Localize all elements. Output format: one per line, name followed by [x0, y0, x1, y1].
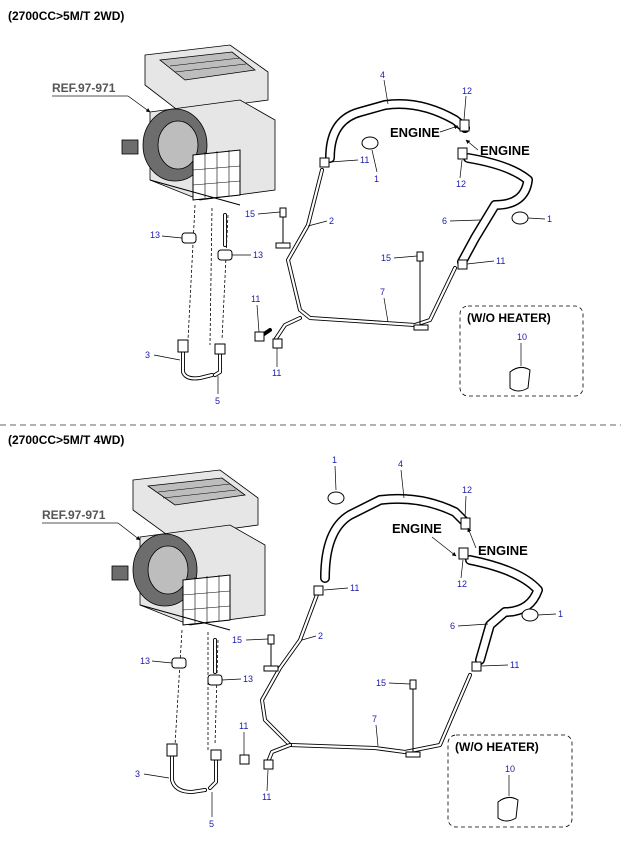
- ref-label: REF.97-971: [42, 508, 106, 522]
- callout-13: 13: [140, 656, 150, 666]
- bolt-15: [416, 251, 424, 262]
- hose-3-end: [166, 743, 178, 757]
- ref-label: REF.97-971: [52, 81, 116, 95]
- callout-4: 4: [398, 459, 403, 469]
- bolt-15: [409, 679, 417, 690]
- section-heading: (2700CC>5M/T 2WD): [8, 9, 124, 23]
- callout-11: 11: [360, 155, 369, 165]
- callout-11: 11: [262, 792, 271, 802]
- clamp-11: [319, 157, 330, 168]
- clip-12: [457, 147, 468, 160]
- clip-12: [459, 119, 470, 132]
- engine-label: ENGINE: [480, 143, 530, 158]
- plug-cap: [509, 366, 531, 392]
- callout-12: 12: [462, 86, 472, 96]
- callout-7: 7: [372, 714, 377, 724]
- bolt-15: [267, 634, 275, 645]
- callout-11: 11: [496, 256, 505, 266]
- callout-11: 11: [272, 368, 281, 378]
- callout-1: 1: [374, 174, 379, 184]
- clamp-11: [239, 754, 250, 765]
- clamp-11: [471, 661, 482, 672]
- hose-5-end: [214, 343, 226, 355]
- callout-10: 10: [517, 332, 527, 342]
- section-4wd: (2700CC>5M/T 4WD) REF.97-971: [8, 433, 573, 829]
- engine-label: ENGINE: [392, 521, 442, 536]
- wo-heater-title: (W/O HEATER): [455, 740, 539, 754]
- plug-cap: [497, 796, 519, 822]
- callout-7: 7: [380, 287, 385, 297]
- callout-15: 15: [381, 253, 391, 263]
- callout-13: 13: [243, 674, 253, 684]
- ref-arrow: [127, 95, 151, 113]
- clip-12: [460, 517, 471, 530]
- clamp-11: [313, 585, 324, 596]
- clamp-1: [511, 211, 529, 225]
- callout-15: 15: [245, 209, 255, 219]
- callout-11: 11: [350, 583, 359, 593]
- wo-heater-box: [447, 734, 573, 828]
- clip-12: [458, 547, 469, 560]
- callout-1: 1: [547, 214, 552, 224]
- callout-11: 11: [510, 660, 519, 670]
- callout-13: 13: [253, 250, 263, 260]
- clamp-13: [171, 657, 187, 669]
- callouts: 4 12 11 1 12 15 2 1 6 13 13 15 11: [145, 70, 552, 406]
- clamp-13: [181, 232, 197, 244]
- callout-2: 2: [329, 216, 334, 226]
- callout-3: 3: [135, 769, 140, 779]
- wo-heater-box: [459, 305, 584, 397]
- callout-5: 5: [215, 396, 220, 406]
- callout-11: 11: [251, 294, 260, 304]
- clamp-11: [457, 259, 468, 270]
- engine-label: ENGINE: [390, 125, 440, 140]
- callout-12: 12: [456, 179, 466, 189]
- clamp-11: [254, 331, 265, 342]
- hose-3-end: [177, 339, 189, 353]
- engine-label: ENGINE: [478, 543, 528, 558]
- callout-2: 2: [318, 631, 323, 641]
- callout-12: 12: [457, 579, 467, 589]
- heater-unit: [121, 44, 276, 206]
- callout-13: 13: [150, 230, 160, 240]
- clamp-1: [327, 491, 345, 505]
- callout-10: 10: [505, 764, 515, 774]
- clamp-11: [272, 338, 283, 349]
- callout-11: 11: [239, 721, 248, 731]
- clamp-1: [521, 608, 539, 622]
- bolt-15: [279, 207, 287, 218]
- wo-heater-title: (W/O HEATER): [467, 311, 551, 325]
- section-heading: (2700CC>5M/T 4WD): [8, 433, 124, 447]
- clamp-11: [263, 759, 274, 770]
- ref-arrow: [117, 522, 141, 541]
- callout-1: 1: [332, 455, 337, 465]
- hose-5-end: [210, 749, 222, 761]
- clamp-13: [207, 674, 223, 686]
- callout-15: 15: [232, 635, 242, 645]
- callout-5: 5: [209, 819, 214, 829]
- callout-4: 4: [380, 70, 385, 80]
- callout-6: 6: [450, 621, 455, 631]
- clamp-13: [217, 249, 233, 261]
- callout-15: 15: [376, 678, 386, 688]
- heater-unit: [111, 469, 266, 631]
- clamp-1: [361, 136, 379, 150]
- callout-12: 12: [462, 485, 472, 495]
- callout-3: 3: [145, 350, 150, 360]
- section-2wd: (2700CC>5M/T 2WD) REF.97-971: [8, 9, 584, 406]
- callout-1: 1: [558, 609, 563, 619]
- callouts: 1 4 12 11 12 2 15 1 6 13 13 11 15: [135, 455, 563, 829]
- callout-6: 6: [442, 216, 447, 226]
